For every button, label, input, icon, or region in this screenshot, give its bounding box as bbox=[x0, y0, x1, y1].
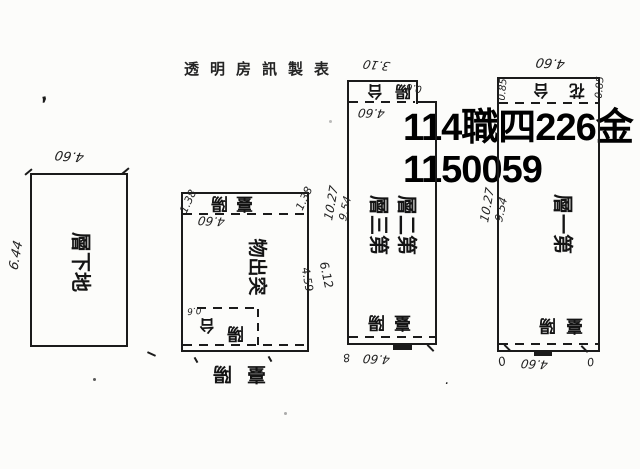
stamp-line-1: 114職四226金 bbox=[403, 107, 634, 149]
speck bbox=[329, 120, 332, 123]
f1-front-divider bbox=[499, 343, 598, 345]
stamp-line-2: 1150059 bbox=[403, 149, 543, 191]
f32-width-top-dim: 4.60 bbox=[357, 105, 386, 121]
basement-outline bbox=[30, 173, 128, 347]
roof-width-dim: 4.60 bbox=[196, 213, 226, 229]
pen-tick bbox=[267, 355, 273, 363]
f1-door-step bbox=[534, 350, 552, 356]
stray-pen-mark: , bbox=[37, 83, 49, 106]
reference-stamp: 114職四226金 1150059 bbox=[403, 107, 634, 191]
f1-planter-divider bbox=[499, 102, 598, 104]
f32-door-step bbox=[393, 344, 412, 350]
basement-label: 層下地 bbox=[69, 232, 93, 292]
basement-width-dim: 4.60 bbox=[53, 146, 86, 165]
f32-front-label: 臺陽 bbox=[359, 312, 411, 332]
roof-inner-divider-v bbox=[257, 309, 259, 349]
f1-planter-label: 花台 bbox=[512, 81, 585, 100]
f32-body-outline bbox=[347, 103, 437, 345]
roof-front-divider bbox=[183, 344, 307, 346]
f1-planter-dim-left: 0.85 bbox=[496, 77, 510, 102]
roof-balcony-divider bbox=[183, 213, 307, 215]
f32-balcony-divider bbox=[349, 101, 415, 103]
f1-label: 層一第 bbox=[551, 194, 575, 254]
roof-inner-divider-h bbox=[197, 307, 259, 309]
f32-balcony-label: 陽台 bbox=[355, 82, 412, 101]
f1-corner-mark-left: 0 bbox=[495, 353, 508, 369]
f1-planter-dim-right: 0.85 bbox=[593, 75, 607, 100]
f32-width-bottom-dim: 4.60 bbox=[361, 351, 391, 367]
f1-corner-mark-right: 0 bbox=[585, 354, 596, 369]
f32-corner-mark-left: 8 bbox=[341, 350, 352, 365]
speck bbox=[284, 412, 287, 415]
roof-inner-label-a: 台 bbox=[199, 316, 216, 335]
pen-tick bbox=[146, 351, 157, 357]
f32-label-floor2: 層二第 bbox=[395, 195, 419, 255]
roof-balcony-dim-right: 1.38 bbox=[293, 184, 316, 213]
roof-depth-dim: 6.12 bbox=[316, 259, 336, 291]
f1-width-bottom-dim: 4.60 bbox=[519, 356, 549, 372]
f1-outline bbox=[497, 77, 600, 352]
stray-dot: . bbox=[445, 372, 450, 388]
f32-front-divider bbox=[349, 336, 435, 338]
f1-width-top-dim: 4.60 bbox=[534, 54, 567, 71]
speck bbox=[93, 378, 96, 381]
f1-front-label: 臺陽 bbox=[529, 315, 583, 335]
f32-step-edge bbox=[416, 101, 437, 103]
roof-inner-dim: 0.6 bbox=[186, 304, 202, 316]
f32-balcony-width-dim: 3.10 bbox=[361, 56, 392, 74]
f32-balcony-outline bbox=[347, 80, 418, 104]
sheet-title: 透明房訊製表 bbox=[184, 62, 341, 78]
pen-tick bbox=[193, 356, 199, 364]
basement-depth-dim: 6.44 bbox=[6, 238, 27, 273]
roof-front-label: 臺陽 bbox=[198, 363, 267, 385]
f32-label-floor3: 層三第 bbox=[367, 195, 391, 255]
pen-tick bbox=[426, 344, 435, 352]
roof-body-label: 物出突 bbox=[246, 238, 268, 296]
roof-outline bbox=[181, 192, 309, 352]
